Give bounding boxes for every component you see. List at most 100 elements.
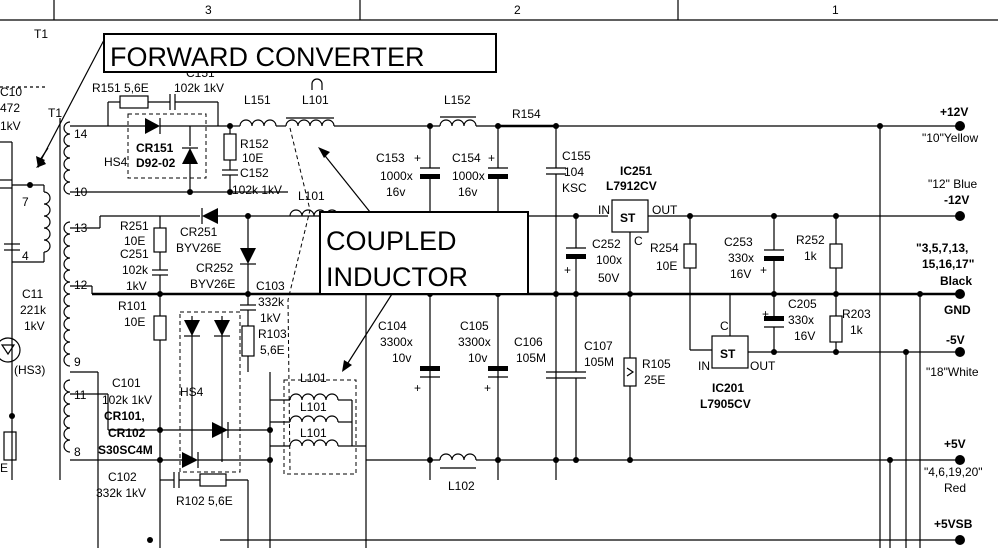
- label-r151: R151 5,6E: [92, 81, 149, 95]
- grid-col-3: 3: [205, 3, 212, 17]
- label-ic251-a: IC251: [620, 164, 652, 178]
- label-ic201-st: ST: [720, 347, 736, 361]
- label-c205-c: 16V: [794, 329, 815, 343]
- label-c205-a: C205: [788, 297, 817, 311]
- pin-14: 14: [74, 127, 88, 141]
- pin-8: 8: [74, 445, 81, 459]
- label-c11-a: C11: [22, 287, 43, 301]
- label-l101-mid: L101: [298, 189, 325, 203]
- label-l101-c: L101: [300, 426, 327, 440]
- output-m12v: -12V: [944, 193, 969, 207]
- sheet-frame: 3 2 1 T1 T1: [0, 0, 998, 120]
- label-c253-b: 330x: [728, 251, 754, 265]
- label-cr251-a: CR251: [180, 225, 218, 239]
- label-l101-top: L101: [302, 93, 329, 107]
- label-c252-b: 100x: [596, 253, 622, 267]
- output-gnd: GND: [944, 303, 971, 317]
- label-ic201-out: OUT: [750, 359, 776, 373]
- label-cr151-b: D92-02: [136, 156, 176, 170]
- label-r254-a: R254: [650, 241, 679, 255]
- label-c104-b: 3300x: [380, 335, 413, 349]
- pin-12: 12: [74, 278, 88, 292]
- output-gnd-desc-b: 15,16,17": [922, 257, 974, 271]
- label-cr101-c: S30SC4M: [98, 443, 153, 457]
- label-l152: L152: [444, 93, 471, 107]
- callout-coupled: COUPLED: [326, 226, 457, 256]
- plus12v-branch: R151 5,6E C151 102k 1kV CR151 D92-02 HS4…: [70, 66, 965, 548]
- label-c102-b: 332k 1kV: [96, 486, 146, 500]
- output-labels: +12V "10"Yellow "12" Blue -12V "3,5,7,13…: [916, 105, 983, 531]
- label-c205-b: 330x: [788, 313, 814, 327]
- label-cr151-a: CR151: [136, 141, 174, 155]
- label-c154-c: 16v: [458, 185, 477, 199]
- svg-text:+: +: [414, 151, 421, 165]
- label-c155-b: 104: [564, 165, 584, 179]
- label-r103-a: R103: [258, 327, 287, 341]
- label-ic201-in: IN: [698, 359, 710, 373]
- output-p12v: +12V: [940, 105, 968, 119]
- label-r101-b: 10E: [124, 315, 145, 329]
- label-l102: L102: [448, 479, 475, 493]
- label-c152-a: C152: [240, 166, 269, 180]
- plus5v-branch: C103 332k 1kV R103 5,6E R101 10E HS4: [70, 279, 965, 548]
- output-m5v-desc: "18"White: [926, 365, 979, 379]
- label-r103-b: 5,6E: [260, 343, 285, 357]
- svg-text:+: +: [484, 381, 491, 395]
- label-r152-b: 10E: [242, 151, 263, 165]
- label-cr251-b: BYV26E: [176, 241, 221, 255]
- label-c155-a: C155: [562, 149, 591, 163]
- output-p5v-desc-b: Red: [944, 481, 966, 495]
- label-r152-a: R152: [240, 137, 269, 151]
- label-c104-a: C104: [378, 319, 407, 333]
- label-c10-a: C10: [0, 85, 22, 99]
- label-t1-side: T1: [48, 106, 62, 120]
- label-r105-a: R105: [642, 357, 671, 371]
- label-r252-b: 1k: [804, 249, 818, 263]
- label-cr101-b: CR102: [108, 426, 146, 440]
- svg-text:+: +: [760, 263, 767, 277]
- label-r203-a: R203: [842, 307, 871, 321]
- coupled-inductor-callout: COUPLED INDUCTOR: [287, 127, 529, 471]
- label-c153-c: 16v: [386, 185, 405, 199]
- label-cr252-a: CR252: [196, 261, 234, 275]
- gnd-rail: [70, 285, 965, 548]
- forward-converter-callout: FORWARD CONVERTER: [36, 33, 497, 168]
- label-c101-a: C101: [112, 376, 141, 390]
- label-c252-a: C252: [592, 237, 621, 251]
- minus5v-branch: ST IN OUT C IC201 L7905CV + C205 330x 16…: [147, 294, 965, 548]
- primary-side: C10 472 1kV 7 4 C11 221k 1kV (HS3) E: [0, 85, 51, 480]
- label-c11-b: 221k: [20, 303, 47, 317]
- callout-inductor: INDUCTOR: [326, 262, 468, 292]
- output-p12v-desc: "10"Yellow: [922, 131, 978, 145]
- label-c106-a: C106: [514, 335, 543, 349]
- label-ic251-out: OUT: [652, 203, 678, 217]
- label-c251-b: 102k: [122, 263, 149, 277]
- label-ic201-b: L7905CV: [700, 397, 751, 411]
- label-r154: R154: [512, 107, 541, 121]
- label-c106-b: 105M: [516, 351, 546, 365]
- callout-forward-converter: FORWARD CONVERTER: [110, 42, 425, 72]
- label-l151: L151: [244, 93, 271, 107]
- label-c251-a: C251: [120, 247, 149, 261]
- label-r251-b: 10E: [124, 234, 145, 248]
- label-c253-a: C253: [724, 235, 753, 249]
- label-c151-b: 102k 1kV: [174, 81, 224, 95]
- svg-text:+: +: [488, 151, 495, 165]
- output-p5v-desc-a: "4,6,19,20": [924, 465, 983, 479]
- grid-col-2: 2: [514, 3, 521, 17]
- output-p5vsb: +5VSB: [934, 517, 973, 531]
- label-cr101-a: CR101,: [104, 409, 145, 423]
- transformer-t1-secondary: 14 10 13 12 9 11 8: [59, 118, 88, 480]
- label-t1-top: T1: [34, 27, 48, 41]
- pin-7: 7: [22, 195, 29, 209]
- label-c105-c: 10v: [468, 351, 487, 365]
- label-c153-a: C153: [376, 151, 405, 165]
- label-c102-a: C102: [108, 470, 137, 484]
- label-ic251-st: ST: [620, 211, 636, 225]
- label-cr252-b: BYV26E: [190, 277, 235, 291]
- label-e-fragment: E: [0, 461, 8, 475]
- label-c11-c: 1kV: [24, 319, 45, 333]
- svg-text:+: +: [414, 381, 421, 395]
- label-l101-a: L101: [300, 371, 327, 385]
- label-c103-a: C103: [256, 279, 285, 293]
